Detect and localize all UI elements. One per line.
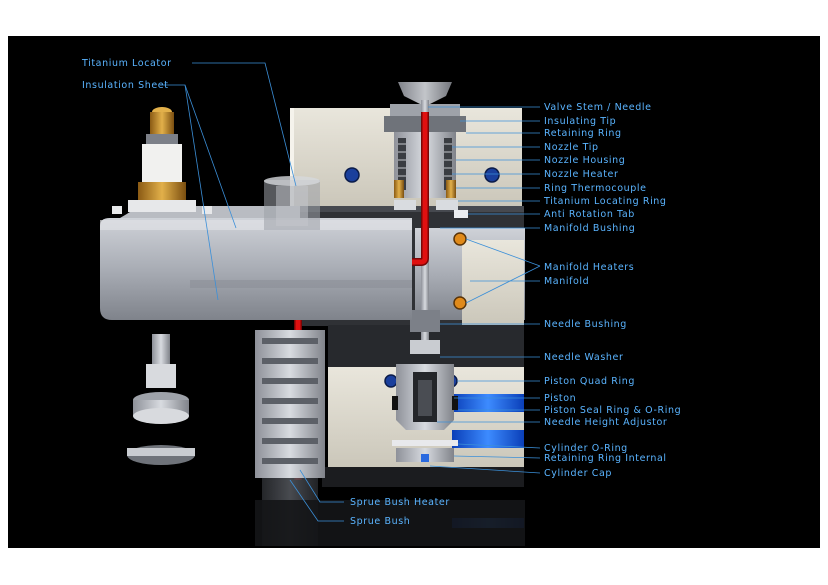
labels-bottom: Sprue Bush Heater Sprue Bush <box>350 497 450 527</box>
piston-seal-ring <box>452 396 458 410</box>
nozzle-tip-cone <box>398 82 452 104</box>
needle-washer <box>410 340 440 354</box>
manifold-heater-icon <box>453 296 467 310</box>
label-manifold-heaters: Manifold Heaters <box>544 262 634 273</box>
label-retaining-ring: Retaining Ring <box>544 128 622 139</box>
titanium-locator <box>264 176 320 230</box>
ring-thermocouple <box>446 180 456 198</box>
label-cylinder-cap: Cylinder Cap <box>544 468 612 479</box>
label-sprue-bush: Sprue Bush <box>350 516 410 527</box>
base-stack <box>255 500 525 546</box>
manifold-heater-icon <box>453 232 467 246</box>
manifold-body <box>100 206 412 320</box>
screw-icon <box>384 374 398 388</box>
probe-nozzle <box>112 107 212 214</box>
labels-right: Valve Stem / Needle Insulating Tip Retai… <box>543 102 681 479</box>
label-insulation-sheet: Insulation Sheet <box>82 80 169 91</box>
titanium-locating-ring <box>394 200 416 210</box>
label-piston: Piston <box>544 393 576 404</box>
cavity-plate <box>462 240 524 325</box>
needle-bushing <box>410 310 440 332</box>
mould-assembly <box>290 82 525 528</box>
screw-icon <box>344 167 360 183</box>
label-piston-quad-ring: Piston Quad Ring <box>544 376 635 387</box>
melt-channel <box>294 112 429 480</box>
piston-seal-ring <box>392 396 398 410</box>
screw-icon <box>484 167 500 183</box>
label-nozzle-heater: Nozzle Heater <box>544 169 618 180</box>
label-manifold: Manifold <box>544 276 589 287</box>
label-nozzle-housing: Nozzle Housing <box>544 155 625 166</box>
cylinder-o-ring <box>392 440 458 446</box>
labels-left: Titanium Locator Insulation Sheet <box>81 58 172 91</box>
ring-thermocouple <box>394 180 404 198</box>
label-retaining-ring-internal: Retaining Ring Internal <box>544 453 667 464</box>
label-titanium-locating-ring: Titanium Locating Ring <box>543 196 667 207</box>
cooling-channel-2 <box>452 430 524 448</box>
nozzle-heater <box>398 138 452 190</box>
label-titanium-locator: Titanium Locator <box>81 58 172 69</box>
label-anti-rotation-tab: Anti Rotation Tab <box>544 209 635 220</box>
label-needle-washer: Needle Washer <box>544 352 623 363</box>
label-cylinder-o-ring: Cylinder O-Ring <box>544 443 628 454</box>
label-piston-seal-ring: Piston Seal Ring & O-Ring <box>544 405 681 416</box>
label-ring-thermocouple: Ring Thermocouple <box>544 183 647 194</box>
label-manifold-bushing: Manifold Bushing <box>544 223 635 234</box>
label-valve-stem: Valve Stem / Needle <box>544 102 652 113</box>
exploded-piston-parts <box>127 334 195 465</box>
label-sprue-bush-heater: Sprue Bush Heater <box>350 497 450 508</box>
label-needle-height-adjustor: Needle Height Adjustor <box>544 417 667 428</box>
leader-lines <box>160 62 541 522</box>
base-plate <box>322 467 524 487</box>
anti-rotation-tab <box>454 210 468 218</box>
cooling-channel-1 <box>452 394 524 412</box>
titanium-locating-ring <box>436 200 458 210</box>
label-nozzle-tip: Nozzle Tip <box>544 142 599 153</box>
label-insulating-tip: Insulating Tip <box>544 116 616 127</box>
label-needle-bushing: Needle Bushing <box>544 319 627 330</box>
